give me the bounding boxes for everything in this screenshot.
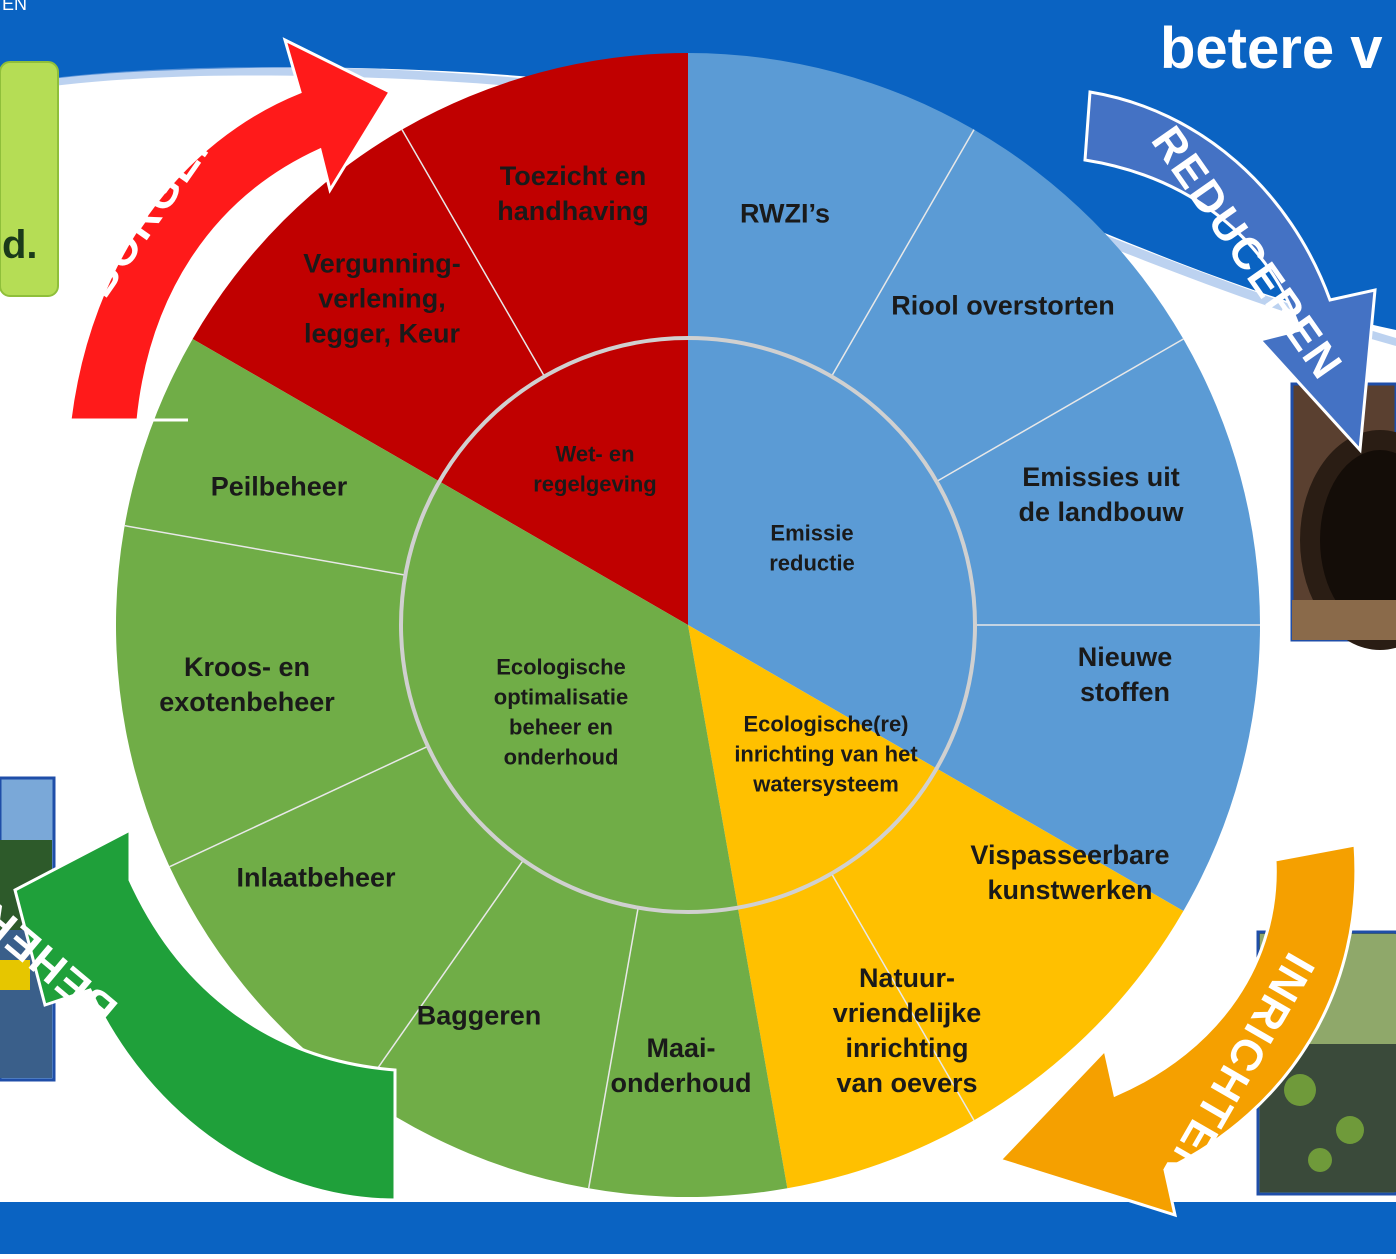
boat-shape [0, 960, 30, 990]
segment-label-blue-0-line: RWZI’s [740, 198, 830, 228]
segment-label-green-4-line: onderhoud [611, 1068, 752, 1098]
arrow-borgen-shape [20, 37, 393, 422]
segment-label-red-1-line: verlening, [318, 283, 446, 313]
segment-divider [936, 338, 1184, 483]
lily-pad-shape [1308, 1148, 1332, 1172]
inner-ring-outline [399, 336, 977, 914]
segment-divider [124, 524, 406, 576]
segment-label-yellow-1-line: van oevers [836, 1068, 977, 1098]
core-label-green-line: onderhoud [504, 745, 619, 770]
segment-label-green-0: Peilbeheer [211, 471, 348, 501]
segment-divider [587, 907, 639, 1189]
core-label-green: Ecologische optimalisatie beheer en onderho… [494, 655, 628, 770]
segment-label-blue-2: Emissies uit de landbouw [1019, 462, 1185, 527]
segment-label-green-4: Maai-onderhoud [611, 1033, 752, 1098]
core-label-yellow: Ecologische(re) inrichting van het watersy… [734, 712, 918, 797]
core-label-blue-line: reductie [769, 551, 855, 576]
segment-divider [830, 873, 975, 1121]
segment-label-red-0-line: Toezicht en [500, 161, 647, 191]
side-card-box [0, 61, 59, 297]
segment-label-red-1-line: Vergunning- [303, 248, 461, 278]
segment-label-green-4-line: Maai- [646, 1033, 715, 1063]
segment-label-yellow-0: Vispasseerbare kunstwerken [970, 840, 1169, 905]
segment-label-yellow-1-line: inrichting [846, 1033, 969, 1063]
core-label-yellow-line: inrichting van het [734, 742, 918, 767]
arrow-beheren-shape [13, 827, 397, 1202]
lily-pad-shape [1284, 1074, 1316, 1106]
segment-label-green-3: Baggeren [417, 1000, 542, 1030]
segment-label-green-0-line: Peilbeheer [211, 471, 348, 501]
pipe-inner-shape [1320, 450, 1396, 630]
quadrant-blue-outer [688, 53, 1260, 911]
segment-divider [169, 745, 429, 868]
core-label-green-line: Ecologische [496, 655, 626, 680]
segment-label-red-0-line: handhaving [497, 196, 649, 226]
segment-label-blue-3-line: stoffen [1080, 677, 1170, 707]
core-label-yellow-line: Ecologische(re) [743, 712, 908, 737]
core-label-green-line: optimalisatie [494, 685, 628, 710]
segment-label-blue-2-line: Emissies uit [1022, 462, 1180, 492]
segment-label-red-0: Toezicht en handhaving [497, 161, 649, 226]
segment-label-yellow-1: Natuur-vriendelijke inrichting van oevers [833, 963, 982, 1098]
core-label-green-line: beheer en [509, 715, 613, 740]
side-card-text: d. [2, 223, 38, 267]
segment-label-green-1-line: exotenbeheer [159, 687, 335, 717]
segment-label-blue-3-line: Nieuwe [1078, 642, 1173, 672]
arrow-inrichten-shape [997, 843, 1358, 1218]
core-label-blue: Emissie reductie [769, 521, 855, 576]
header-title-fragment: betere v [1160, 16, 1382, 81]
core-label-red: Wet- en regelgeving [533, 442, 656, 497]
segment-label-blue-1-line: Riool overstorten [891, 290, 1115, 320]
segment-label-green-3-line: Baggeren [417, 1000, 542, 1030]
core-label-yellow-line: watersysteem [752, 772, 899, 797]
arrow-reduceren-shape [1083, 90, 1377, 454]
segment-label-blue-2-line: de landbouw [1019, 497, 1185, 527]
core-label-red-line: regelgeving [533, 472, 656, 497]
side-card: d. [0, 61, 59, 297]
segment-label-green-1-line: Kroos- en [184, 652, 310, 682]
segment-divider [830, 129, 975, 377]
segment-label-yellow-1-line: vriendelijke [833, 998, 982, 1028]
segment-label-blue-0: RWZI’s [740, 198, 830, 228]
segment-label-yellow-1-line: Natuur- [859, 963, 955, 993]
bottom-blue-band [0, 1202, 1396, 1254]
segment-label-red-1: Vergunning-verlening, legger, Keur [303, 248, 461, 348]
segment-label-blue-1: Riool overstorten [891, 290, 1115, 320]
segment-label-green-2: Inlaatbeheer [236, 862, 396, 892]
top-blue-band [0, 0, 1396, 330]
lily-pad-shape [1336, 1116, 1364, 1144]
quadrant-yellow-outer [688, 625, 1184, 1189]
segment-divider [401, 129, 546, 377]
segment-divider [359, 859, 524, 1094]
segment-label-green-2-line: Inlaatbeheer [236, 862, 396, 892]
segment-label-yellow-0-line: kunstwerken [987, 875, 1152, 905]
core-label-red-line: Wet- en [555, 442, 634, 467]
segment-label-green-1: Kroos- en exotenbeheer [159, 652, 335, 717]
quadrant-red-outer [192, 53, 688, 625]
core-label-blue-line: Emissie [770, 521, 853, 546]
wheel: Toezicht en handhavingVergunning-verlenin… [116, 53, 1260, 1197]
pipe-ground [1292, 600, 1396, 640]
segment-label-blue-3: Nieuwe stoffen [1078, 642, 1173, 707]
segment-label-red-1-line: legger, Keur [304, 318, 461, 348]
corner-text: EN [2, 0, 27, 14]
segment-label-yellow-0-line: Vispasseerbare [970, 840, 1169, 870]
